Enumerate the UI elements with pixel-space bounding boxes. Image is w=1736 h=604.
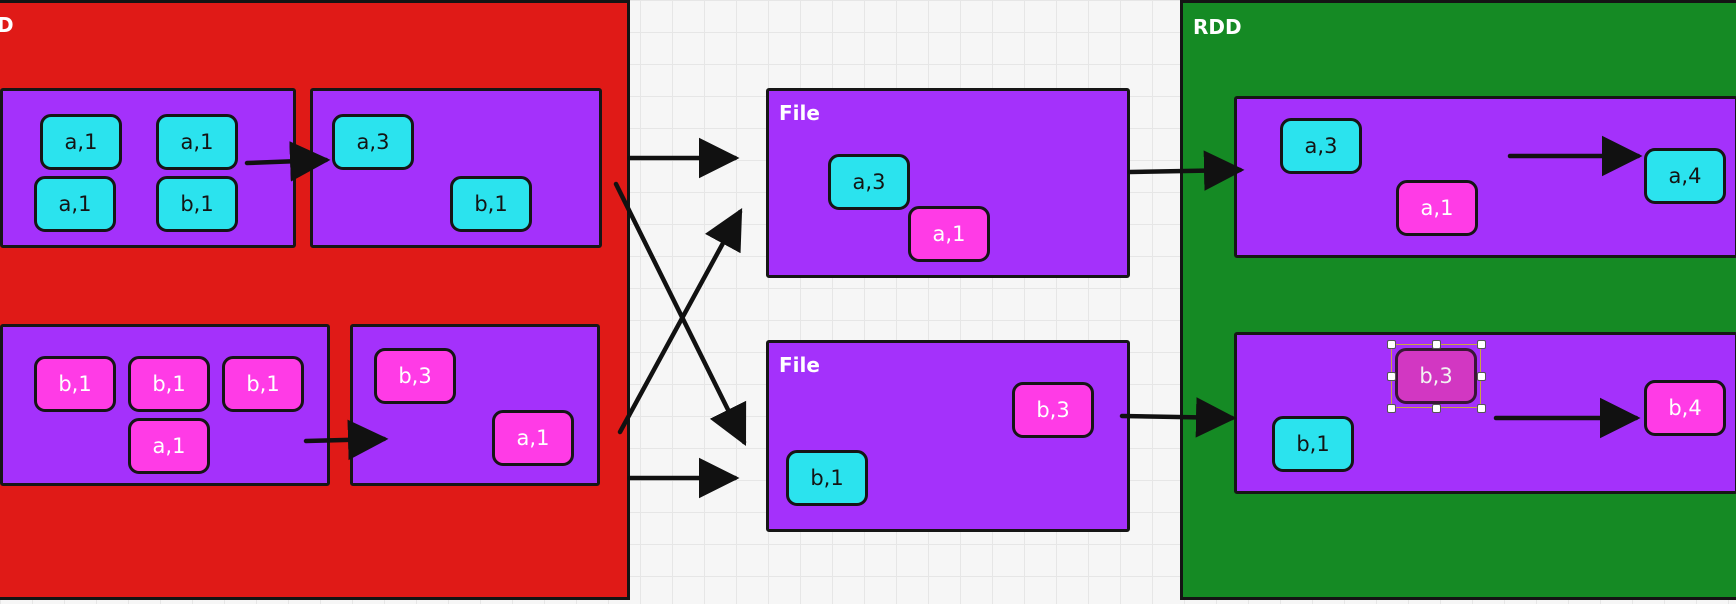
kv-chip[interactable]: b,3 bbox=[1012, 382, 1094, 438]
arrow-shuffle-cross-up bbox=[617, 208, 743, 435]
resize-handle[interactable] bbox=[1432, 404, 1441, 413]
right-rdd-region[interactable]: RDD bbox=[1180, 0, 1736, 600]
kv-chip[interactable]: b,3 bbox=[374, 348, 456, 404]
kv-chip[interactable]: a,1 bbox=[1396, 180, 1478, 236]
resize-handle[interactable] bbox=[1387, 404, 1396, 413]
kv-chip[interactable]: b,1 bbox=[34, 356, 116, 412]
resize-handle[interactable] bbox=[1387, 340, 1396, 349]
kv-chip[interactable]: b,1 bbox=[156, 176, 238, 232]
kv-chip[interactable]: b,1 bbox=[1272, 416, 1354, 472]
resize-handle[interactable] bbox=[1477, 372, 1486, 381]
left-rdd-label: D bbox=[0, 13, 14, 37]
kv-chip[interactable]: b,1 bbox=[128, 356, 210, 412]
kv-chip[interactable]: b,1 bbox=[450, 176, 532, 232]
kv-chip[interactable]: b,1 bbox=[786, 450, 868, 506]
resize-handle[interactable] bbox=[1387, 372, 1396, 381]
kv-chip[interactable]: a,3 bbox=[332, 114, 414, 170]
arrow-shuffle-cross-down bbox=[613, 181, 747, 447]
right-rdd-label: RDD bbox=[1193, 15, 1242, 39]
kv-chip[interactable]: a,1 bbox=[40, 114, 122, 170]
kv-chip[interactable]: b,4 bbox=[1644, 380, 1726, 436]
kv-chip[interactable]: a,1 bbox=[492, 410, 574, 466]
kv-chip[interactable]: a,3 bbox=[828, 154, 910, 210]
resize-handle[interactable] bbox=[1432, 340, 1441, 349]
kv-chip[interactable]: a,1 bbox=[156, 114, 238, 170]
resize-handle[interactable] bbox=[1477, 340, 1486, 349]
kv-chip[interactable]: a,1 bbox=[34, 176, 116, 232]
kv-chip[interactable]: a,1 bbox=[908, 206, 990, 262]
kv-chip[interactable]: a,3 bbox=[1280, 118, 1362, 174]
kv-chip[interactable]: a,4 bbox=[1644, 148, 1726, 204]
kv-chip[interactable]: a,1 bbox=[128, 418, 210, 474]
kv-chip-selected[interactable]: b,3 bbox=[1395, 348, 1477, 404]
kv-chip[interactable]: b,1 bbox=[222, 356, 304, 412]
resize-handle[interactable] bbox=[1477, 404, 1486, 413]
file-label: File bbox=[779, 353, 820, 377]
file-label: File bbox=[779, 101, 820, 125]
